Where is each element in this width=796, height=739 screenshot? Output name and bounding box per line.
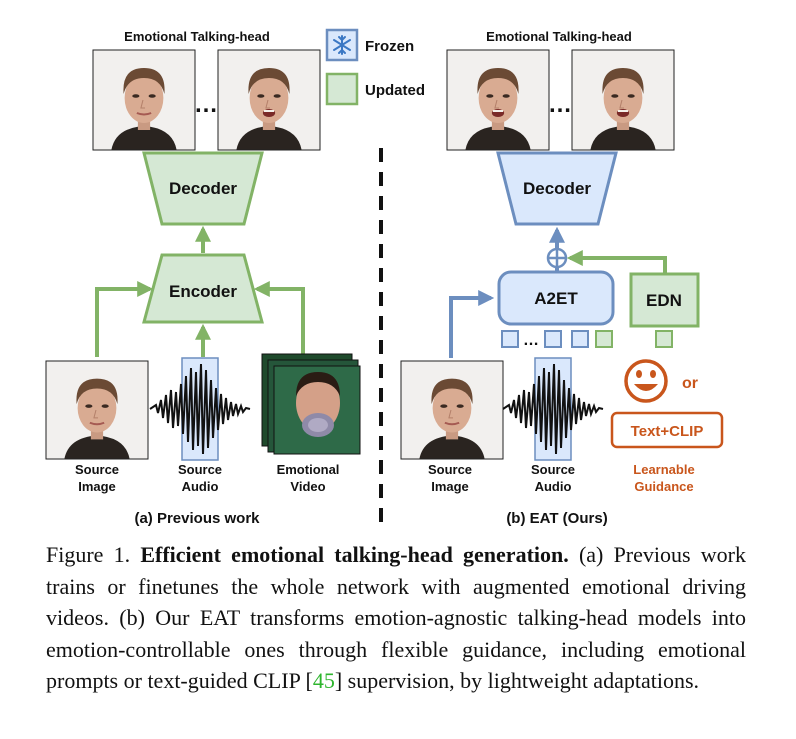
citation-link[interactable]: 45 xyxy=(312,668,335,693)
output-frame-a2 xyxy=(217,49,321,151)
text-clip-label: Text+CLIP xyxy=(631,423,704,440)
updated-legend-label: Updated xyxy=(365,82,425,99)
caption-title: Efficient emotional talking-head generat… xyxy=(140,542,569,567)
label-emotional-video-1: Emotional xyxy=(277,462,340,477)
decoder-label-b: Decoder xyxy=(523,179,591,198)
emotion-prompt-smiley-icon xyxy=(624,359,668,403)
label-source-image-a-2: Image xyxy=(78,479,116,494)
emotional-video-a xyxy=(261,353,361,455)
source-image-a xyxy=(44,359,150,461)
caption-text-1: (a) Previous work trains or finetunes th… xyxy=(46,542,746,693)
updated-legend-swatch xyxy=(325,72,359,106)
decoder-label-a: Decoder xyxy=(169,179,237,198)
token-ellipsis: … xyxy=(523,332,539,349)
token-a2et-2 xyxy=(544,330,562,348)
token-a2et-1 xyxy=(501,330,519,348)
label-source-image-b-2: Image xyxy=(431,479,469,494)
label-source-image-a-1: Source xyxy=(75,462,119,477)
or-label: or xyxy=(682,375,698,392)
figure-diagram: Emotional Talking-head … Decoder Encoder… xyxy=(44,28,724,530)
arrow-image-to-encoder xyxy=(95,281,154,357)
arrow-edn-to-plus xyxy=(566,250,667,274)
decoder-block-a xyxy=(142,151,264,226)
label-source-image-b-1: Source xyxy=(428,462,472,477)
token-prompt-green xyxy=(595,330,613,348)
a2et-block xyxy=(497,270,615,326)
label-source-audio-a-2: Audio xyxy=(182,479,219,494)
ellipsis-b: … xyxy=(548,91,572,118)
edn-block xyxy=(629,272,700,328)
decoder-block-b xyxy=(496,151,618,226)
label-source-audio-a-1: Source xyxy=(178,462,222,477)
label-source-audio-b-1: Source xyxy=(531,462,575,477)
add-operator-icon xyxy=(546,247,568,269)
source-image-b xyxy=(399,359,505,461)
output-frame-b1 xyxy=(446,49,550,151)
output-frame-a1 xyxy=(91,48,197,152)
token-edn-green xyxy=(655,330,673,348)
label-learnable-guidance-2: Guidance xyxy=(634,479,693,494)
frozen-legend-label: Frozen xyxy=(365,38,414,55)
label-learnable-guidance-1: Learnable xyxy=(633,462,694,477)
panel-b-title: Emotional Talking-head xyxy=(486,29,632,44)
label-emotional-video-2: Video xyxy=(290,479,325,494)
frozen-legend-icon xyxy=(325,28,359,62)
ellipsis-a: … xyxy=(194,91,218,118)
caption-label: Figure 1. xyxy=(46,542,131,567)
panel-b-caption: (b) EAT (Ours) xyxy=(506,510,607,527)
encoder-block-a xyxy=(142,253,264,324)
source-audio-b xyxy=(502,357,604,461)
caption-text-2: ] supervision, by lightweight adaptation… xyxy=(334,668,699,693)
token-a2et-3 xyxy=(571,330,589,348)
encoder-label-a: Encoder xyxy=(169,282,237,301)
figure-caption: Figure 1. Efficient emotional talking-he… xyxy=(46,539,746,697)
panel-a-title: Emotional Talking-head xyxy=(124,29,270,44)
source-audio-a xyxy=(149,357,251,461)
label-source-audio-b-2: Audio xyxy=(535,479,572,494)
text-clip-box xyxy=(610,411,724,449)
arrow-video-to-encoder xyxy=(253,281,305,357)
edn-label: EDN xyxy=(646,291,682,310)
panel-a-caption: (a) Previous work xyxy=(134,510,260,527)
arrow-image-to-a2et xyxy=(449,290,495,358)
a2et-label: A2ET xyxy=(534,289,578,308)
output-frame-b2 xyxy=(571,49,675,151)
